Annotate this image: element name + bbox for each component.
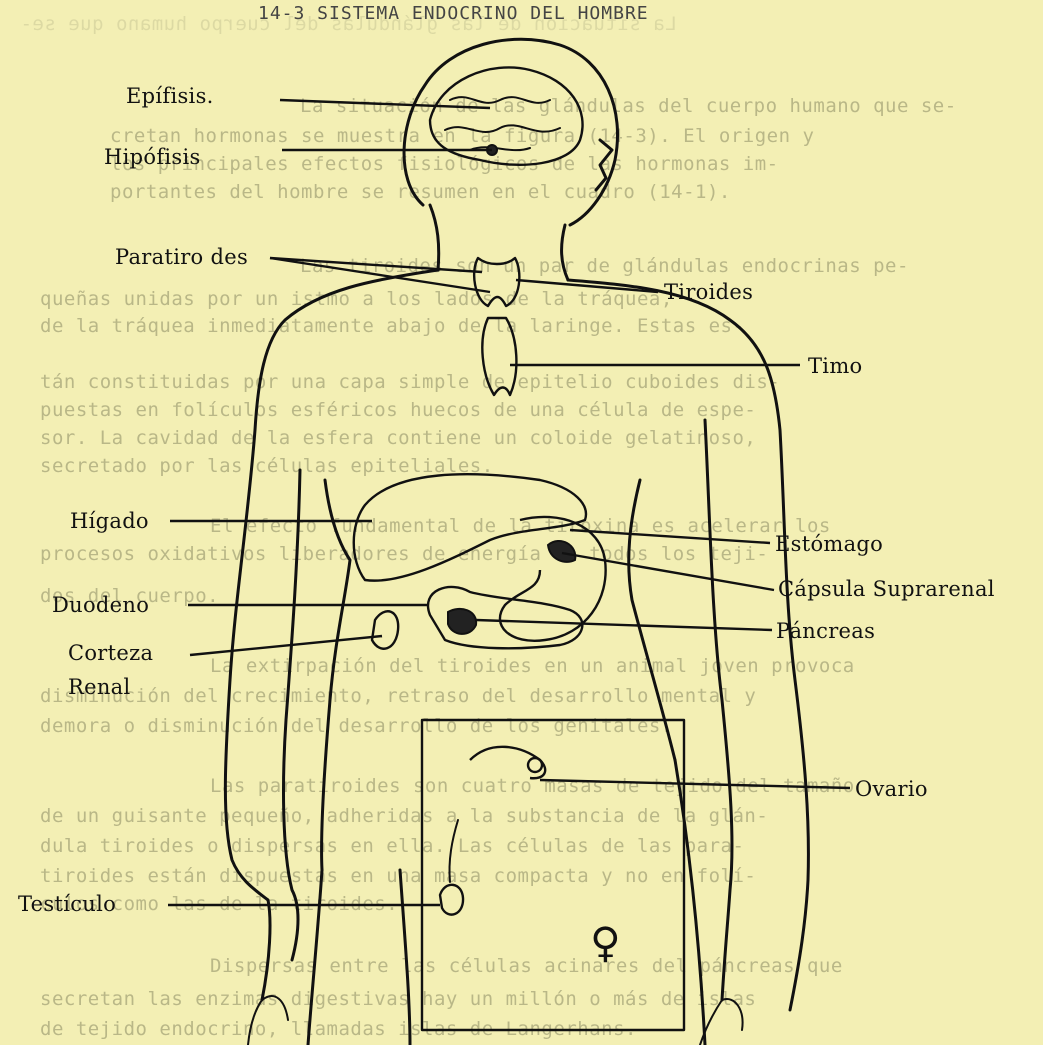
leader-tiroides	[516, 280, 658, 292]
label-pancreas: Páncreas	[776, 619, 875, 643]
label-paratiroides: Paratiro des	[115, 245, 248, 269]
leader-corteza-renal	[190, 636, 382, 655]
leader-pancreas	[476, 620, 772, 630]
label-ovario: Ovario	[855, 777, 928, 801]
label-higado: Hígado	[70, 509, 149, 533]
leader-paratiroides-2	[270, 258, 490, 292]
label-duodeno: Duodeno	[52, 593, 149, 617]
label-timo: Timo	[808, 354, 862, 378]
leader-capsula	[562, 553, 774, 590]
label-testiculo: Testículo	[18, 892, 116, 916]
label-capsula-suprarrenal: Cápsula Suprarenal	[778, 577, 995, 601]
label-renal: Renal	[68, 675, 131, 699]
label-epifisis: Epífisis.	[126, 84, 214, 108]
label-hipofisis: Hipófisis	[104, 145, 201, 169]
leader-epifisis	[280, 100, 490, 108]
leader-paratiroides-1	[270, 258, 482, 272]
label-tiroides: Tiroides	[664, 280, 753, 304]
leader-ovario	[540, 780, 850, 788]
leader-estomago	[570, 530, 770, 543]
label-estomago: Estómago	[775, 532, 883, 556]
label-corteza: Corteza	[68, 641, 153, 665]
